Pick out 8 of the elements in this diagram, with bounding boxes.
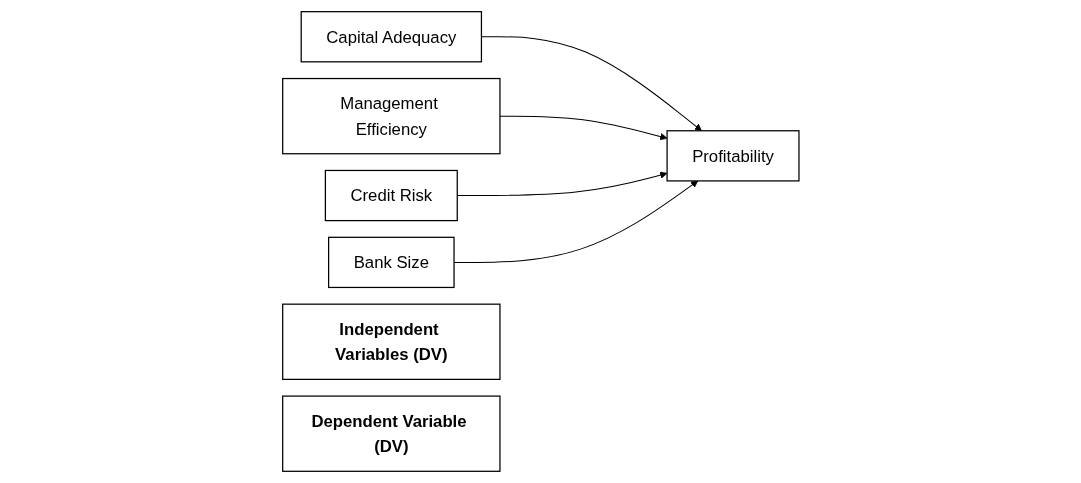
node-box: Capital Adequacy <box>300 11 482 63</box>
arrow <box>453 180 698 263</box>
node-box: Credit Risk <box>324 169 458 222</box>
node-box: Profitability <box>666 130 800 182</box>
node-box: Independent Variables (DV) <box>281 303 501 380</box>
node-box: Management Efficiency <box>281 77 501 155</box>
node-box: Bank Size <box>327 236 455 289</box>
node-box: Dependent Variable (DV) <box>281 395 501 472</box>
